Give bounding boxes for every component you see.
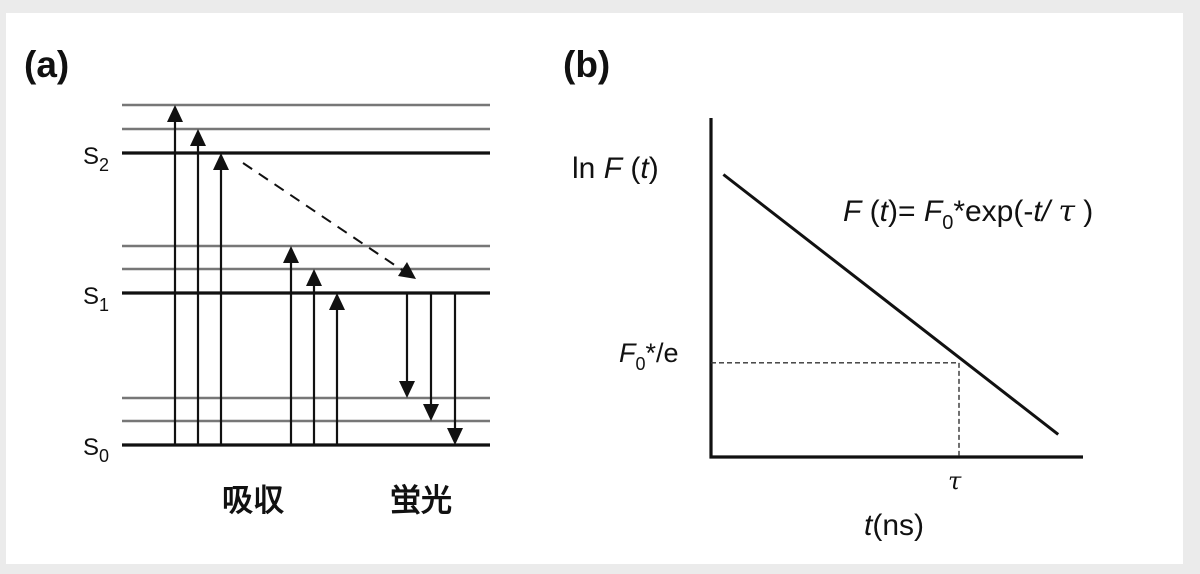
panel-a-label: (a) <box>24 44 69 85</box>
y-axis-label-ln: ln <box>572 152 604 185</box>
y-axis-label-f: F <box>604 152 624 185</box>
eq-f: F <box>843 195 863 228</box>
internal-conversion-line <box>242 162 403 271</box>
fluorescence-arrow-2-head-icon <box>447 428 463 445</box>
energy-level-diagram <box>122 103 490 447</box>
fluorescence-arrow-1-head-icon <box>423 404 439 421</box>
y-marker-label: F0*/e <box>619 338 679 374</box>
eq-close: ) <box>1075 195 1093 228</box>
y-marker-subscript: 0 <box>636 354 646 374</box>
state-s0-subscript: 0 <box>99 446 109 466</box>
y-marker-rest: */e <box>646 338 679 368</box>
x-marker-tau: τ <box>948 467 962 495</box>
absorption-s2-arrow-1-head-icon <box>190 129 206 146</box>
eq-paren: ( <box>861 195 879 228</box>
fluorescence-label: 蛍光 <box>390 483 452 519</box>
state-s2-base: S <box>83 143 99 170</box>
absorption-s1-arrow-1-head-icon <box>306 269 322 286</box>
state-label-s2: S2 <box>83 143 109 175</box>
eq-t: t <box>880 195 890 228</box>
eq-t2: t <box>1033 195 1043 228</box>
state-s0-base: S <box>83 434 99 461</box>
eq-f0-subscript: 0 <box>942 212 953 234</box>
internal-conversion-head-icon <box>398 262 416 279</box>
eq-f0: F <box>924 195 944 228</box>
fluorescence-arrow-0-head-icon <box>399 381 415 398</box>
decay-line-0 <box>722 173 1060 436</box>
decay-plot <box>709 118 1083 459</box>
y-axis-label-paren-close: ) <box>649 152 659 185</box>
state-s2-subscript: 2 <box>99 155 109 175</box>
absorption-s1-arrow-0-head-icon <box>283 246 299 263</box>
panel-b-label: (b) <box>563 44 610 85</box>
x-axis-label-unit: (ns) <box>872 509 924 542</box>
state-label-s0: S0 <box>83 434 109 466</box>
y-marker-f: F <box>619 338 637 368</box>
absorption-s2-arrow-0-head-icon <box>167 105 183 122</box>
x-axis-label-t: t <box>864 509 874 542</box>
eq-tau: τ <box>1058 194 1075 229</box>
state-s1-base: S <box>83 283 99 310</box>
decay-equation: F (t)= F0*exp(-t/ τ ) <box>843 194 1093 234</box>
y-axis-label: ln F (t) <box>572 152 659 185</box>
y-axis-label-t: t <box>640 152 650 185</box>
absorption-label: 吸収 <box>222 483 284 519</box>
x-axis-label: t(ns) <box>864 509 924 542</box>
state-s1-subscript: 1 <box>99 295 109 315</box>
absorption-s2-arrow-2-head-icon <box>213 153 229 170</box>
eq-exp: *exp(- <box>953 195 1033 228</box>
eq-slash: / <box>1040 195 1059 228</box>
eq-equals: )= <box>888 195 924 228</box>
absorption-s1-arrow-2-head-icon <box>329 293 345 310</box>
state-label-s1: S1 <box>83 283 109 315</box>
y-axis-label-paren: ( <box>622 152 640 185</box>
